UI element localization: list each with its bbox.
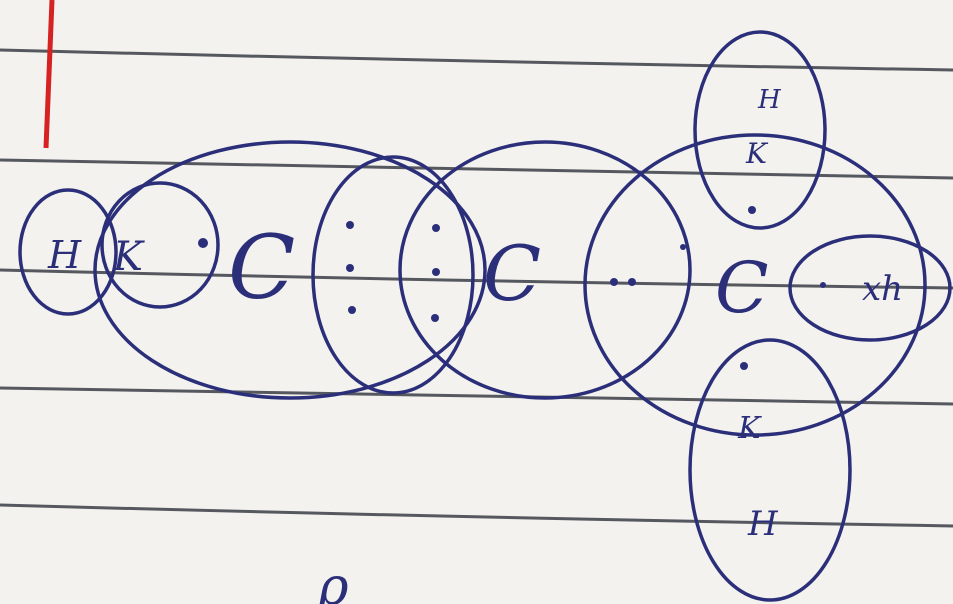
electron-dot <box>748 206 756 214</box>
ellipse-top <box>695 32 825 228</box>
carbon-atom-1: C <box>228 216 295 319</box>
bottom-partial-letter: ρ <box>317 557 349 604</box>
rule-line-3 <box>0 270 953 288</box>
rule-line-2 <box>0 160 953 178</box>
electron-dot <box>680 244 686 250</box>
right-xh-label: xh <box>862 269 903 309</box>
ellipse-bottom <box>690 340 850 600</box>
margin-line <box>46 0 52 148</box>
electron-dot <box>346 221 354 229</box>
electron-dot <box>610 278 618 286</box>
electron-dot <box>820 282 826 288</box>
carbon-atom-2: C <box>483 229 541 318</box>
carbon-atom-3: C <box>715 247 769 329</box>
rule-line-5 <box>0 505 953 526</box>
ruled-lines <box>0 50 953 526</box>
atom-symbols: C C C <box>228 216 769 329</box>
left-k-label: K <box>112 234 145 280</box>
electron-dot <box>432 224 440 232</box>
rule-line-4 <box>0 388 953 404</box>
electron-dot <box>740 362 748 370</box>
ellipse-big-right <box>400 142 690 398</box>
electron-dot <box>198 238 208 248</box>
electron-dot <box>346 264 354 272</box>
ellipse-middle-dots <box>313 157 473 393</box>
far-left-letter: H <box>47 233 82 277</box>
electron-dot <box>628 278 636 286</box>
top-small-letter: H <box>757 85 782 115</box>
electron-dot <box>431 314 439 322</box>
bottom-letter: H <box>747 504 779 544</box>
electron-dot <box>432 268 440 276</box>
top-k-label: K <box>745 137 769 170</box>
electron-dot <box>348 306 356 314</box>
bottom-k-label: K <box>737 411 762 446</box>
